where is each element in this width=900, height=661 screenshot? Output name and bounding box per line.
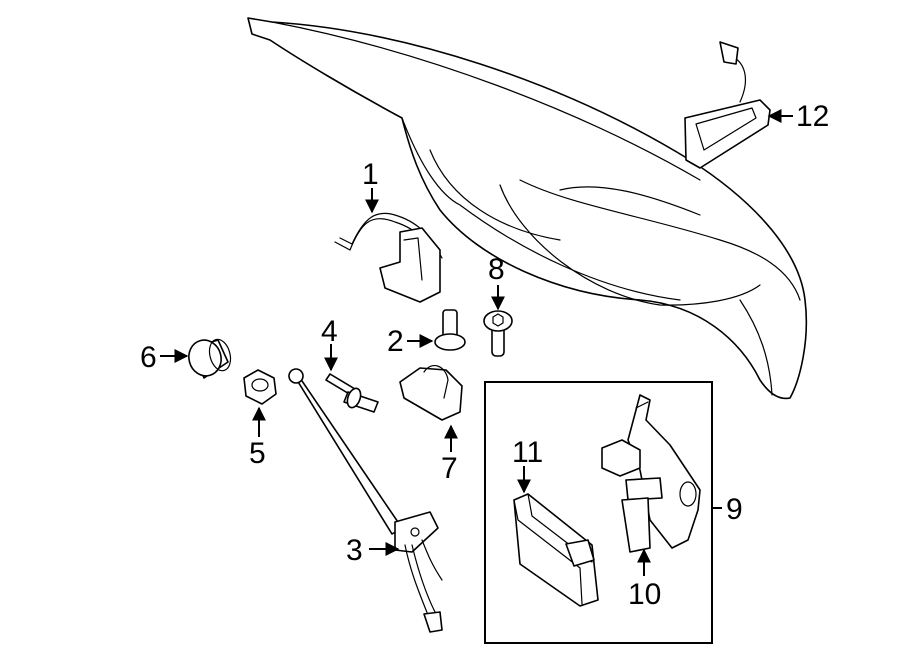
trunk-lid <box>247 17 808 400</box>
part-2-bolt <box>434 309 466 351</box>
callout-3: 3 <box>346 534 363 567</box>
part-1-latch <box>334 212 443 303</box>
part-12-release-switch <box>684 41 771 169</box>
callout-5: 5 <box>249 437 266 470</box>
part-4-stud <box>325 373 379 413</box>
part-11-module <box>513 493 599 607</box>
callout-2: 2 <box>387 325 404 358</box>
part-3-support-strut <box>288 368 443 633</box>
part-5-nut <box>243 369 277 405</box>
part-7-bracket <box>399 364 463 421</box>
leader-lines <box>160 109 793 576</box>
callout-9: 9 <box>726 493 743 526</box>
part-8-screw <box>483 310 513 357</box>
callout-6: 6 <box>140 341 157 374</box>
detail-box <box>484 381 713 644</box>
callout-11: 11 <box>512 436 543 469</box>
callout-4: 4 <box>321 315 338 348</box>
callout-8: 8 <box>488 253 505 286</box>
callout-10: 10 <box>628 578 661 611</box>
callout-12: 12 <box>796 100 829 133</box>
part-10-latch-motor <box>601 439 663 553</box>
part-6-grommet <box>188 338 232 379</box>
callout-1: 1 <box>362 158 379 191</box>
callout-7: 7 <box>441 452 458 485</box>
